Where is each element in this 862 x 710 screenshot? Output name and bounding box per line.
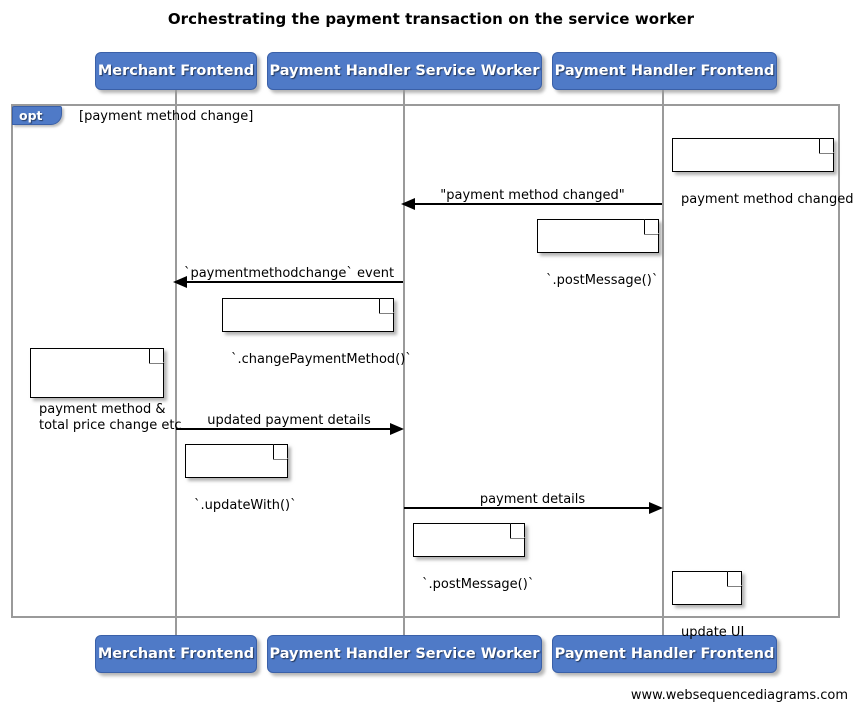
participant-merchant-frontend-bottom[interactable]: Merchant Frontend (95, 635, 257, 673)
message-line-updated-payment-details (176, 428, 390, 430)
note-fold-icon (818, 137, 835, 154)
arrowhead-right-icon (390, 423, 404, 435)
note-text: `.changePaymentMethod()` (231, 352, 412, 367)
lifeline-merchant-frontend (175, 90, 177, 635)
message-line-payment-method-changed (414, 203, 662, 205)
note-text: `.postMessage()` (422, 577, 535, 592)
note-text: update UI (681, 625, 745, 640)
participant-label: Payment Handler Service Worker (269, 646, 540, 662)
lifeline-payment-handler-service-worker (403, 90, 405, 635)
arrowhead-left-icon (401, 198, 415, 210)
note-fold-icon (272, 443, 289, 460)
message-line-payment-details (404, 507, 649, 509)
fragment-opt-label: opt (19, 108, 43, 123)
participant-payment-handler-frontend-bottom[interactable]: Payment Handler Frontend (552, 635, 777, 673)
message-label-payment-method-changed: "payment method changed" (440, 188, 625, 203)
note-fold-icon (509, 522, 526, 539)
fragment-opt (11, 104, 840, 618)
note-payment-method-total-price: payment method & total price change etc (30, 347, 182, 433)
note-payment-method-changed: payment method changed (672, 137, 853, 207)
lifeline-payment-handler-frontend (662, 90, 664, 635)
message-label-paymentmethodchange-event: `paymentmethodchange` event (183, 266, 395, 281)
note-fold-icon (148, 347, 165, 364)
note-text: `.updateWith()` (194, 498, 297, 513)
participant-label: Payment Handler Service Worker (269, 63, 540, 79)
participant-payment-handler-frontend-top[interactable]: Payment Handler Frontend (552, 52, 777, 90)
note-post-message-1: `.postMessage()` (537, 218, 660, 288)
note-update-with: `.updateWith()` (185, 443, 297, 513)
participant-label: Payment Handler Frontend (554, 646, 775, 662)
participant-payment-handler-service-worker-bottom[interactable]: Payment Handler Service Worker (267, 635, 542, 673)
note-text: payment method changed (681, 192, 854, 207)
note-change-payment-method: `.changePaymentMethod()` (222, 297, 412, 367)
page-title: Orchestrating the payment transaction on… (167, 10, 695, 28)
participant-merchant-frontend-top[interactable]: Merchant Frontend (95, 52, 257, 90)
message-line-paymentmethodchange-event (186, 281, 403, 283)
arrowhead-left-icon (173, 276, 187, 288)
note-text: `.postMessage()` (546, 273, 659, 288)
note-update-ui: update UI (672, 570, 744, 640)
note-fold-icon (643, 218, 660, 235)
arrowhead-right-icon (649, 502, 663, 514)
footer-watermark: www.websequencediagrams.com (630, 688, 848, 703)
note-text: payment method & total price change etc (39, 402, 182, 433)
participant-payment-handler-service-worker-top[interactable]: Payment Handler Service Worker (267, 52, 542, 90)
note-post-message-2: `.postMessage()` (413, 522, 534, 592)
participant-label: Payment Handler Frontend (554, 63, 775, 79)
fragment-opt-guard: [payment method change] (79, 109, 254, 124)
participant-label: Merchant Frontend (97, 63, 255, 79)
participant-label: Merchant Frontend (97, 646, 255, 662)
fragment-opt-tab: opt (12, 106, 62, 125)
message-label-payment-details: payment details (479, 492, 586, 507)
message-label-updated-payment-details: updated payment details (207, 413, 371, 428)
note-fold-icon (726, 570, 743, 587)
note-fold-icon (378, 297, 395, 314)
